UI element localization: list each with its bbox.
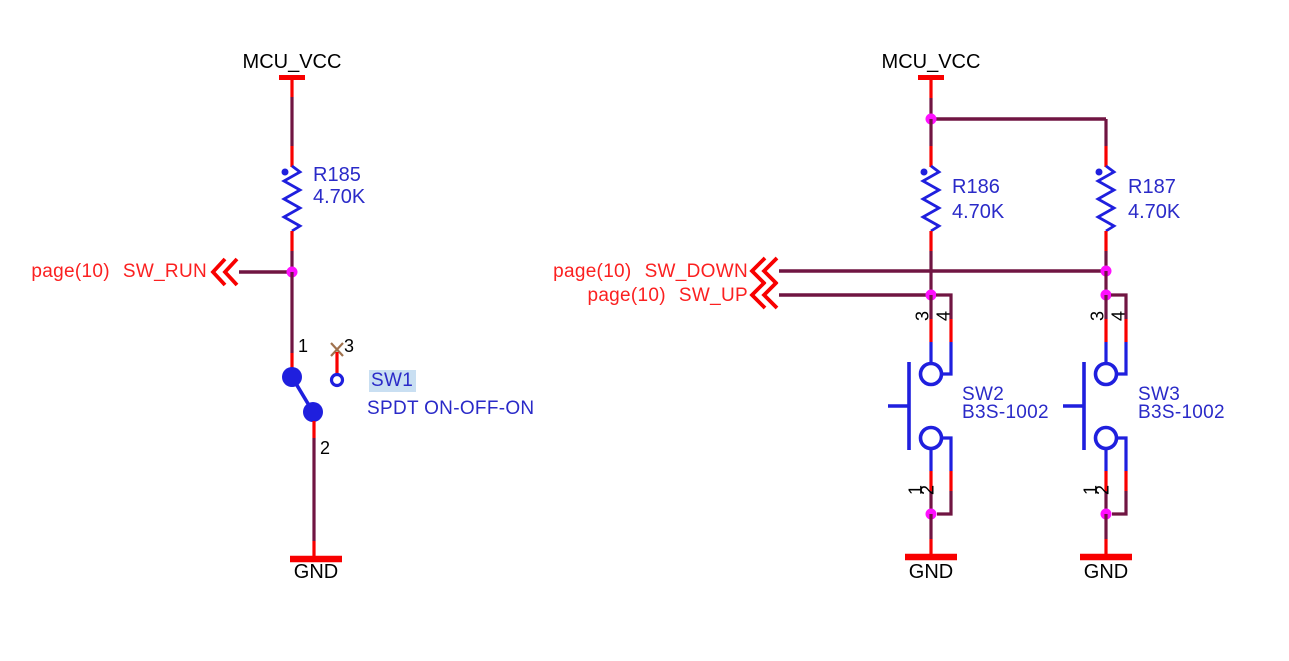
offpage-connector-chevron[interactable]	[761, 280, 779, 310]
contact-circle-bottom[interactable]	[1093, 425, 1119, 451]
net-page-ref: page(10)	[587, 285, 666, 306]
pin-wire[interactable]	[1116, 436, 1128, 471]
pushbutton-sw2[interactable]	[888, 293, 957, 561]
wire-segment[interactable]	[1111, 293, 1128, 319]
resistor-symbol[interactable]	[281, 164, 303, 233]
net-label-sw-up[interactable]: page(10) SW_UP	[587, 286, 748, 306]
offpage-connector-chevron[interactable]	[210, 257, 227, 287]
offpage-connector-chevron[interactable]	[749, 256, 767, 286]
ground-net-label[interactable]: GND	[1083, 561, 1129, 583]
pin-number: 3	[344, 336, 355, 356]
component-value[interactable]: B3S-1002	[1138, 402, 1225, 423]
net-label-sw-run[interactable]: page(10) SW_RUN	[31, 262, 207, 282]
resistor-ref[interactable]: R186	[952, 176, 1000, 198]
pin-number: 2	[1092, 484, 1113, 496]
switch-contact-pin3[interactable]	[329, 372, 345, 388]
component-value[interactable]: SPDT ON-OFF-ON	[367, 398, 535, 419]
pin-number: 3	[912, 310, 933, 322]
resistor-symbol[interactable]	[920, 164, 942, 233]
no-connect-x	[330, 342, 344, 357]
pin-number: 2	[320, 438, 331, 458]
pin-number: 1	[298, 336, 309, 356]
switch-contact-pin1[interactable]	[282, 367, 302, 387]
selection-highlight: SW1	[369, 370, 417, 392]
pin-number: 3	[1087, 310, 1108, 322]
net-label-sw-down[interactable]: page(10) SW_DOWN	[553, 262, 748, 282]
contact-circle-bottom[interactable]	[918, 425, 944, 451]
component-ref[interactable]: SW3	[1138, 384, 1181, 405]
left-circuit	[210, 75, 345, 563]
offpage-connector-chevron[interactable]	[761, 256, 779, 286]
pin-wire[interactable]	[941, 342, 953, 376]
wire-segment[interactable]	[936, 293, 953, 319]
resistor-value[interactable]: 4.70K	[1128, 201, 1181, 223]
resistor-pin-dot	[1095, 168, 1103, 176]
net-page-ref: page(10)	[553, 261, 632, 282]
switch-contact-common[interactable]	[303, 402, 323, 422]
offpage-connector-chevron[interactable]	[222, 257, 239, 287]
contact-circle-top[interactable]	[918, 361, 944, 387]
net-name: SW_DOWN	[644, 261, 748, 282]
component-ref[interactable]: SW2	[962, 384, 1005, 405]
resistor-ref[interactable]: R185	[313, 164, 361, 186]
pin-wire[interactable]	[941, 436, 953, 471]
net-name: SW_UP	[678, 285, 748, 306]
pushbutton-sw3[interactable]	[1063, 271, 1132, 561]
resistor-pin-dot	[920, 168, 928, 176]
ground-net-label[interactable]: GND	[908, 561, 954, 583]
right-circuit	[749, 75, 1132, 561]
pin-number: 4	[1108, 310, 1129, 322]
ground-net-label[interactable]: GND	[293, 561, 339, 583]
pin-number: 4	[933, 310, 954, 322]
resistor-value[interactable]: 4.70K	[952, 201, 1005, 223]
resistor-value[interactable]: 4.70K	[313, 186, 366, 208]
wire-segment[interactable]	[1112, 491, 1128, 516]
resistor-symbol[interactable]	[1095, 164, 1117, 233]
power-net-label[interactable]: MCU_VCC	[242, 51, 342, 73]
resistor-pin-dot	[281, 168, 289, 176]
contact-circle-top[interactable]	[1093, 361, 1119, 387]
component-ref[interactable]: SW1	[369, 370, 417, 392]
net-page-ref: page(10)	[31, 261, 110, 282]
resistor-ref[interactable]: R187	[1128, 176, 1176, 198]
wire-segment[interactable]	[937, 491, 953, 516]
net-name: SW_RUN	[122, 261, 207, 282]
offpage-connector-chevron[interactable]	[749, 280, 767, 310]
pin-wire[interactable]	[1116, 342, 1128, 376]
pin-number: 2	[917, 484, 938, 496]
power-net-label[interactable]: MCU_VCC	[881, 51, 981, 73]
component-value[interactable]: B3S-1002	[962, 402, 1049, 423]
